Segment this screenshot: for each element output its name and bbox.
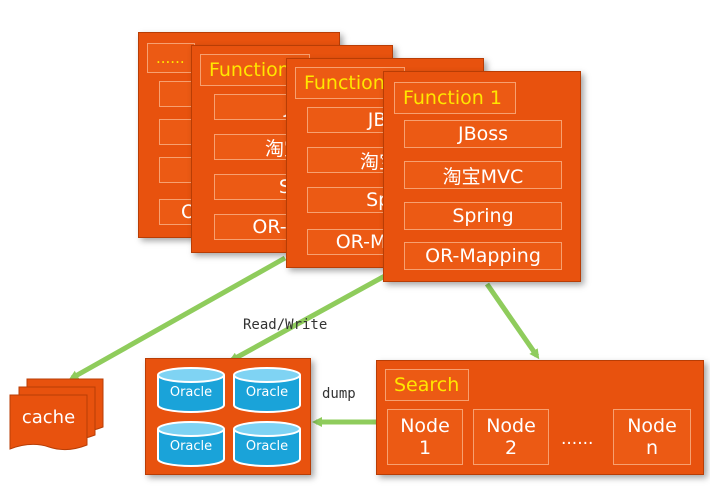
- oracle-db: Oracle: [232, 367, 302, 413]
- db-label: Oracle: [169, 439, 213, 454]
- cache-label: cache: [21, 407, 76, 428]
- arrow-to-oracle: [228, 269, 394, 363]
- arrow-to-search: [484, 282, 540, 360]
- search-title: Search: [385, 369, 469, 401]
- layer-jboss: JBoss: [404, 120, 562, 148]
- search-panel: Search Node 1 Node 2 ...... Node n: [376, 360, 704, 475]
- search-node-n: Node n: [613, 409, 691, 465]
- node-index: 2: [504, 437, 518, 459]
- layer-ormapping: OR-Mapping: [404, 242, 562, 270]
- layer-spring: Spring: [404, 202, 562, 230]
- card-title: Function 1: [394, 82, 516, 114]
- node-name: Node: [486, 415, 536, 437]
- oracle-panel: Oracle Oracle Oracle Oracle: [145, 358, 311, 475]
- cache-stack: cache: [7, 377, 107, 455]
- layer-mvc: 淘宝MVC: [404, 161, 562, 189]
- oracle-db: Oracle: [156, 367, 226, 413]
- node-name: Node: [400, 415, 450, 437]
- function-card-1: Function 1 JBoss 淘宝MVC Spring OR-Mapping: [383, 71, 581, 282]
- search-node-1: Node 1: [387, 409, 463, 465]
- db-label: Oracle: [245, 439, 289, 454]
- card-title: ......: [147, 43, 195, 73]
- edge-label-dump: dump: [322, 386, 356, 402]
- node-index: 1: [418, 437, 432, 459]
- arrow-to-cache: [68, 255, 287, 381]
- oracle-db: Oracle: [232, 421, 302, 467]
- db-label: Oracle: [169, 385, 213, 400]
- node-name: Node: [627, 415, 677, 437]
- edge-label-read-write: Read/Write: [243, 317, 328, 333]
- db-label: Oracle: [245, 385, 289, 400]
- node-ellipsis: ......: [561, 429, 594, 449]
- node-index: n: [645, 437, 659, 459]
- search-node-2: Node 2: [473, 409, 549, 465]
- oracle-db: Oracle: [156, 421, 226, 467]
